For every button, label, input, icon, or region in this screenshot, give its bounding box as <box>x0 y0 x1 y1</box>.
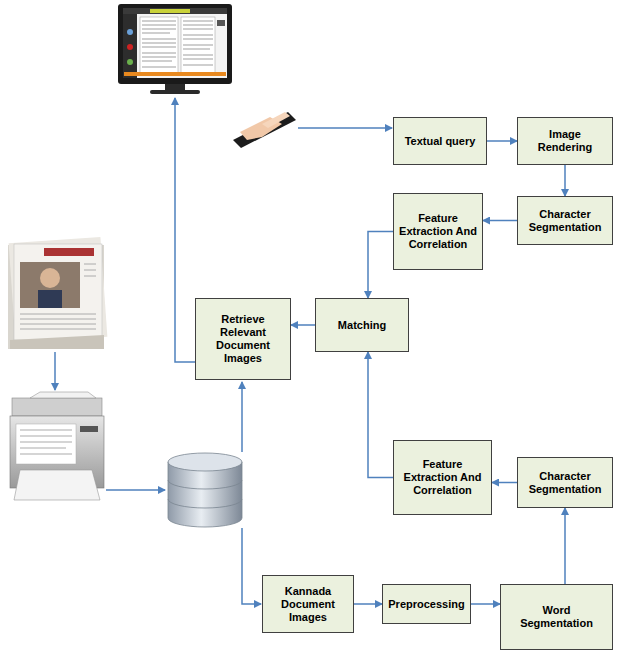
box-label: Character Segmentation <box>518 205 612 237</box>
process-box: Retrieve Relevant Document Images <box>195 298 291 380</box>
box-label: Kannada Document Images <box>263 582 353 627</box>
flow-arrow <box>564 508 566 584</box>
box-label: Character Segmentation <box>518 467 612 499</box>
monitor-icon <box>118 4 232 94</box>
process-box: Character Segmentation <box>517 196 613 245</box>
box-label: Matching <box>334 316 390 335</box>
process-box: Matching <box>315 298 409 352</box>
flow-arrow <box>492 482 517 484</box>
process-box: Feature Extraction And Correlation <box>393 440 492 515</box>
keyboard-icon <box>233 112 296 148</box>
process-box: Image Rendering <box>517 117 613 165</box>
box-label: Word Segmentation <box>501 601 612 633</box>
flow-arrow <box>354 603 382 605</box>
input-arrow <box>298 127 392 129</box>
db-retrieve-arrow <box>241 382 243 452</box>
box-label: Textual query <box>401 132 480 151</box>
box-label: Feature Extraction And Correlation <box>394 455 491 500</box>
process-box: Word Segmentation <box>500 584 613 650</box>
box-label: Image Rendering <box>518 125 612 157</box>
newspaper-stack-icon <box>8 237 107 349</box>
flow-arrow <box>487 140 517 142</box>
flow-arrow <box>564 165 566 196</box>
box-label: Feature Extraction And Correlation <box>394 209 482 254</box>
process-box: Textual query <box>393 117 487 165</box>
flow-arrow <box>368 232 393 299</box>
scan-arrow <box>54 352 56 390</box>
process-box: Preprocessing <box>382 584 471 624</box>
flow-arrow <box>471 603 500 605</box>
flow-arrow <box>291 324 315 326</box>
store-arrow <box>106 489 165 491</box>
box-label: Retrieve Relevant Document Images <box>196 310 290 368</box>
process-box: Feature Extraction And Correlation <box>393 193 483 270</box>
flow-arrow <box>368 352 393 478</box>
flow-arrow <box>483 220 517 222</box>
database-icon <box>168 453 242 527</box>
scanner-icon <box>10 392 104 500</box>
output-arrow <box>175 98 195 362</box>
process-box: Character Segmentation <box>517 457 613 508</box>
box-label: Preprocessing <box>384 595 468 614</box>
process-box: Kannada Document Images <box>262 575 354 633</box>
db-load-arrow <box>242 528 261 604</box>
